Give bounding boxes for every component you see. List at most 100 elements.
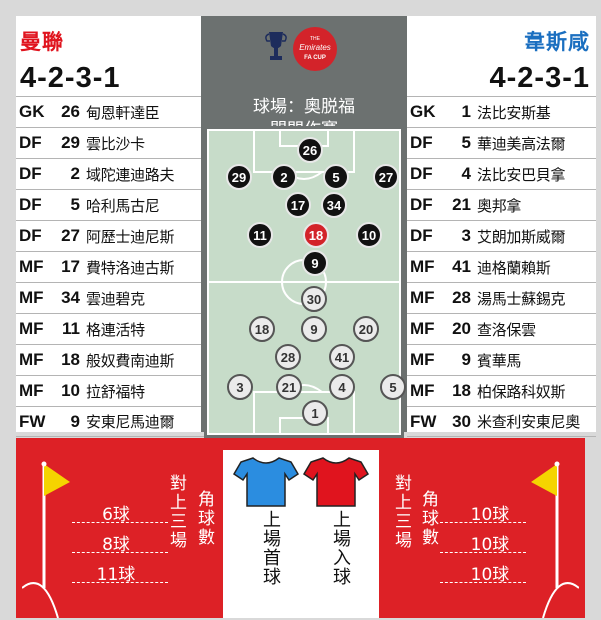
legend-sub-goal: 上場入球	[330, 510, 351, 586]
player-number: 5	[70, 195, 80, 214]
center-column: THE Emirates FA CUP 球場：奧脱福 閉門作賽	[201, 16, 407, 438]
home-team-name: 曼聯	[20, 30, 64, 54]
player-number: 11	[62, 319, 80, 338]
player-number: 1	[461, 102, 471, 121]
bottom-team-player-marker: 41	[329, 344, 355, 370]
bottom-team-player-marker: 3	[227, 374, 253, 400]
player-position: GK	[410, 102, 436, 121]
red-shirt-icon	[303, 457, 369, 507]
player-name: 賓華馬	[477, 351, 522, 370]
player-name: 米查利安東尼奧	[477, 413, 580, 431]
home-label-corners: 角球數	[194, 490, 214, 547]
away-team-name: 韋斯咸	[524, 30, 590, 54]
top-team-player-marker: 26	[297, 137, 323, 163]
bottom-team-player-marker: 21	[276, 374, 302, 400]
home-lineup-row: MF 34 雲迪碧克	[16, 282, 205, 313]
logo-text-the: THE	[310, 36, 321, 42]
player-position: FW	[410, 411, 437, 431]
trophy-icon	[265, 32, 287, 60]
home-corners-3: 11球	[96, 565, 136, 585]
player-name: 雲迪碧克	[86, 289, 145, 308]
away-stat-line-2	[440, 552, 526, 553]
away-corners-3: 10球	[470, 565, 510, 585]
blue-shirt-icon	[233, 457, 299, 507]
player-name: 安東尼馬迪爾	[86, 413, 175, 431]
player-number: 3	[461, 226, 471, 245]
player-position: MF	[19, 319, 44, 338]
home-corners-1: 6球	[102, 505, 130, 525]
player-number: 9	[461, 350, 471, 369]
logo-text-facup: FA CUP	[304, 55, 326, 61]
player-name: 柏保路科奴斯	[477, 382, 566, 401]
player-name: 格連活特	[86, 320, 145, 339]
player-name: 艾朗加斯威爾	[477, 227, 566, 246]
top-team-player-marker: 18	[303, 222, 329, 248]
player-number: 18	[61, 350, 80, 369]
player-name: 查洛保雲	[477, 320, 536, 339]
player-number: 20	[452, 319, 471, 338]
away-stat-line-1	[440, 522, 526, 523]
player-name: 般奴費南迪斯	[86, 351, 175, 370]
player-name: 哈利馬古尼	[86, 196, 160, 215]
player-number: 2	[70, 164, 80, 183]
home-formation: 4-2-3-1	[20, 62, 121, 94]
home-lineup-row: FW 9 安東尼馬迪爾	[16, 406, 205, 437]
player-position: MF	[410, 350, 435, 369]
bottom-team-player-marker: 18	[249, 316, 275, 342]
top-team-player-marker: 27	[373, 164, 399, 190]
player-position: GK	[19, 102, 45, 121]
bottom-team-player-marker: 20	[353, 316, 379, 342]
player-number: 21	[452, 195, 471, 214]
player-number: 9	[70, 411, 80, 431]
home-lineup-row: DF 5 哈利馬古尼	[16, 189, 205, 220]
logo-text-emirates: Emirates	[299, 43, 331, 52]
player-name: 華迪美高法爾	[477, 134, 566, 153]
top-team-player-marker: 10	[356, 222, 382, 248]
bottom-team-player-marker: 1	[302, 400, 328, 426]
player-position: FW	[19, 411, 46, 431]
player-number: 17	[61, 257, 80, 276]
player-position: DF	[410, 133, 433, 152]
player-position: DF	[19, 195, 42, 214]
away-lineup-row: GK 1 法比安斯基	[407, 96, 596, 127]
player-name: 拉舒福特	[86, 382, 145, 401]
fa-cup-badge	[293, 27, 337, 71]
legend-first-goal: 上場首球	[260, 510, 281, 586]
player-number: 34	[61, 288, 80, 307]
bottom-team-player-marker: 5	[380, 374, 406, 400]
top-team-player-marker: 29	[226, 164, 252, 190]
player-position: MF	[19, 288, 44, 307]
away-corners-1: 10球	[470, 505, 510, 525]
away-corner-flag-icon	[531, 461, 579, 618]
bottom-team-player-marker: 30	[301, 286, 327, 312]
top-team-player-marker: 11	[247, 222, 273, 248]
player-position: MF	[410, 319, 435, 338]
player-position: DF	[19, 226, 42, 245]
away-formation: 4-2-3-1	[489, 62, 590, 94]
player-number: 30	[452, 411, 471, 431]
away-label-recent: 對上三場	[391, 474, 411, 550]
top-team-player-marker: 2	[271, 164, 297, 190]
player-name: 雲比沙卡	[86, 134, 145, 153]
player-name: 法比安斯基	[477, 103, 551, 122]
venue-name: 球場：奧脱福	[253, 97, 355, 117]
player-position: DF	[410, 164, 433, 183]
home-lineup-row: MF 11 格連活特	[16, 313, 205, 344]
top-team-player-marker: 9	[302, 250, 328, 276]
player-name: 甸恩軒達臣	[86, 103, 160, 122]
player-name: 費特洛迪古斯	[86, 258, 175, 277]
player-position: MF	[19, 350, 44, 369]
